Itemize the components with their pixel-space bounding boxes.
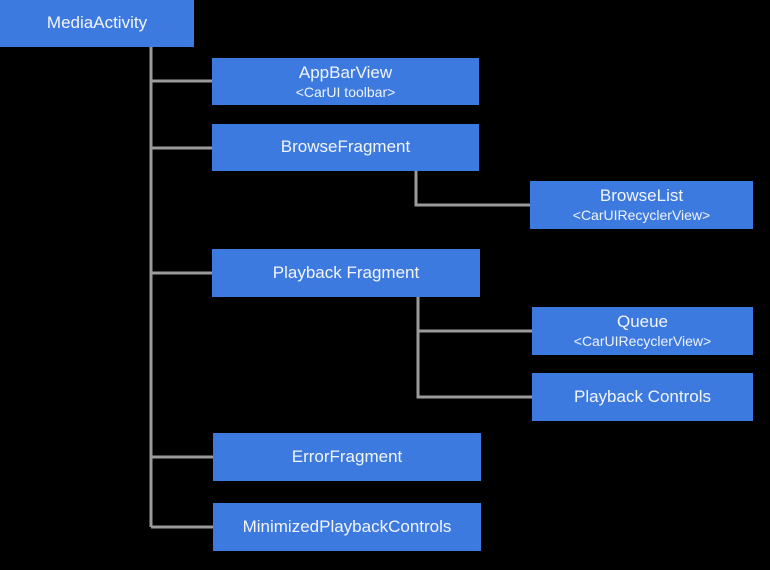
node-playback-fragment[interactable]: Playback Fragment bbox=[212, 249, 480, 297]
node-title: MinimizedPlaybackControls bbox=[242, 516, 452, 536]
node-title: ErrorFragment bbox=[291, 446, 403, 466]
connector-playback-fragment-to-playback-controls bbox=[416, 297, 532, 399]
connector-playback-fragment-to-queue bbox=[416, 297, 532, 333]
node-title: Queue bbox=[616, 312, 669, 332]
node-media-activity[interactable]: MediaActivity bbox=[0, 0, 194, 47]
node-error-fragment[interactable]: ErrorFragment bbox=[213, 433, 481, 481]
node-browse-fragment[interactable]: BrowseFragment bbox=[212, 124, 479, 171]
node-title: MediaActivity bbox=[46, 13, 148, 33]
node-playback-controls[interactable]: Playback Controls bbox=[532, 373, 753, 421]
node-title: Playback Fragment bbox=[272, 262, 420, 282]
connector-browse-fragment-to-browse-list bbox=[414, 171, 530, 207]
node-title: BrowseList bbox=[599, 186, 684, 206]
node-title: AppBarView bbox=[298, 62, 393, 82]
node-subtitle: <CarUIRecyclerView> bbox=[572, 207, 711, 224]
node-title: Playback Controls bbox=[573, 386, 711, 406]
node-title: BrowseFragment bbox=[280, 137, 411, 157]
node-browse-list[interactable]: BrowseList<CarUIRecyclerView> bbox=[530, 181, 753, 229]
node-app-bar-view[interactable]: AppBarView<CarUI toolbar> bbox=[212, 58, 479, 105]
node-subtitle: <CarUIRecyclerView> bbox=[573, 333, 712, 350]
node-queue[interactable]: Queue<CarUIRecyclerView> bbox=[532, 307, 753, 355]
node-minimized-playback-controls[interactable]: MinimizedPlaybackControls bbox=[213, 503, 481, 551]
node-subtitle: <CarUI toolbar> bbox=[295, 83, 396, 100]
